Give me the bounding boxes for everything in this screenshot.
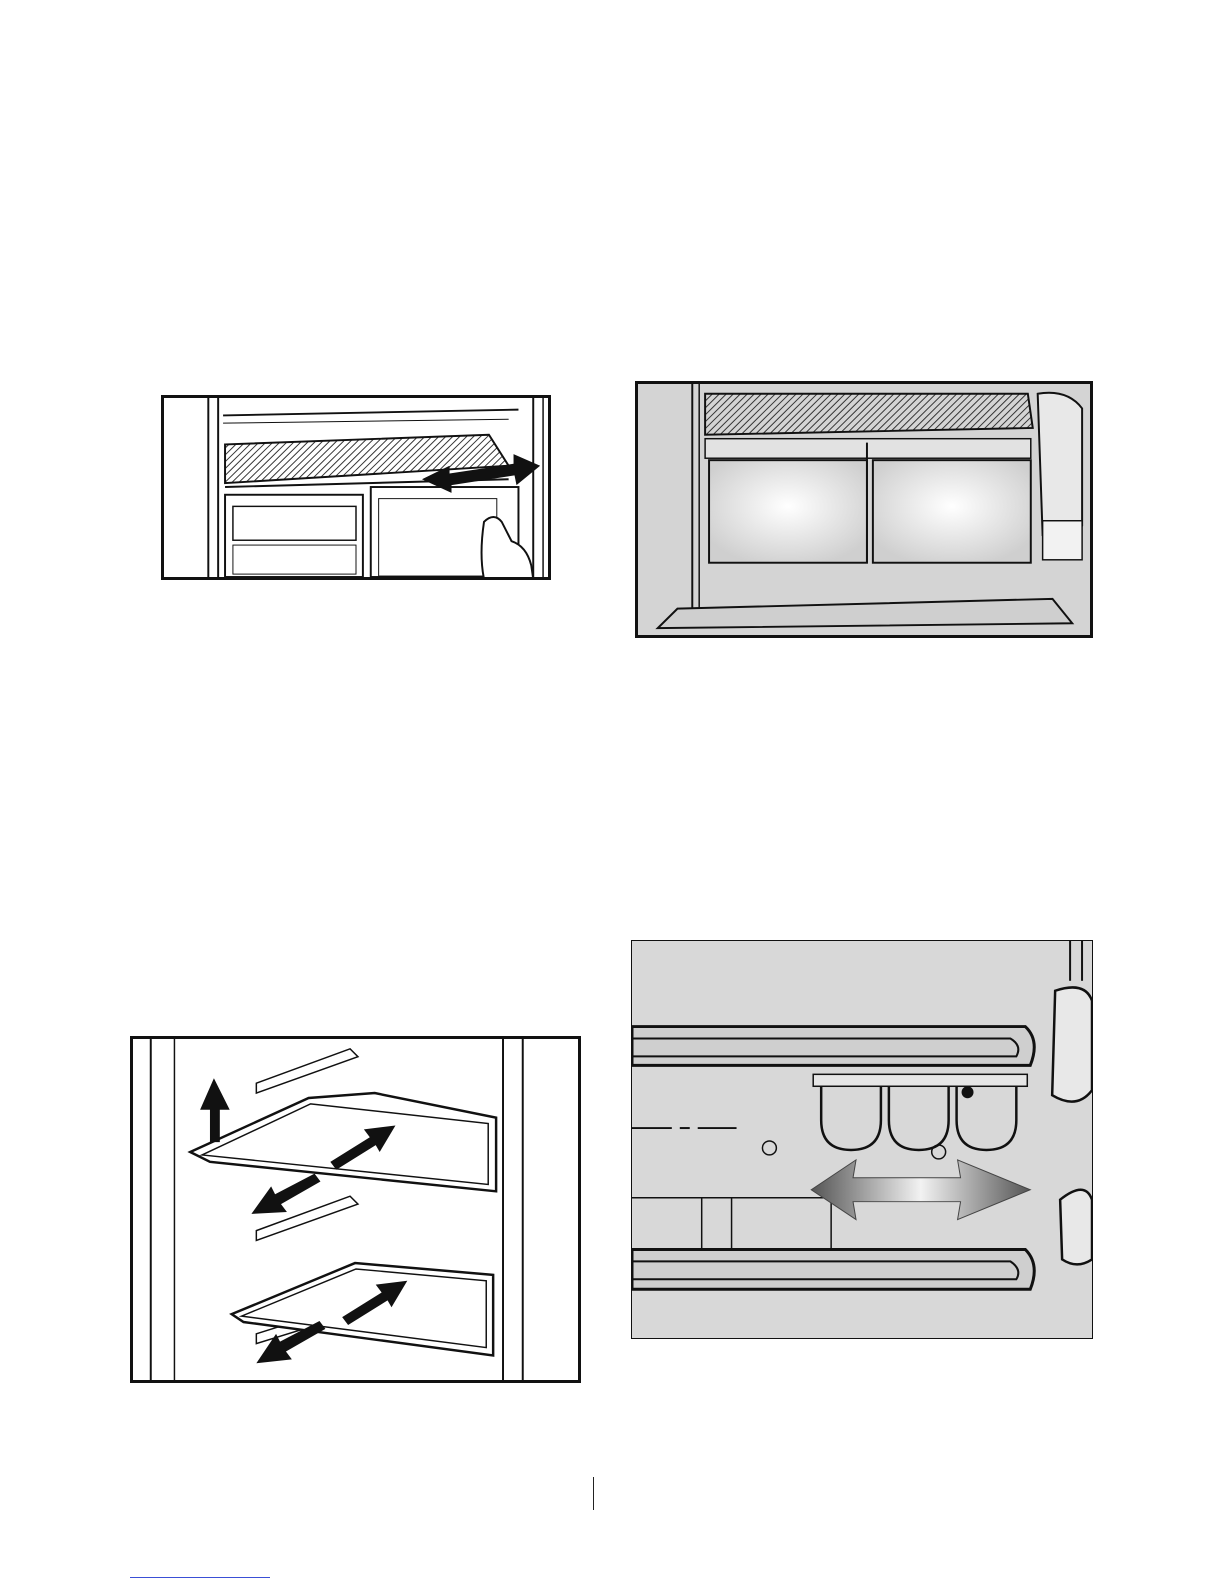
page-divider	[593, 1477, 594, 1510]
slide-shelf-icon	[164, 398, 548, 577]
footer-link-underline	[130, 1577, 270, 1578]
figure-egg-holder	[631, 940, 1093, 1339]
figure-shelf-slide	[161, 395, 551, 580]
figure-glass-shelves	[130, 1036, 581, 1383]
glass-shelves-icon	[133, 1039, 578, 1380]
egg-holder-icon	[632, 941, 1092, 1338]
figure-crisper-drawers	[635, 381, 1093, 638]
crisper-drawers-icon	[638, 384, 1090, 635]
